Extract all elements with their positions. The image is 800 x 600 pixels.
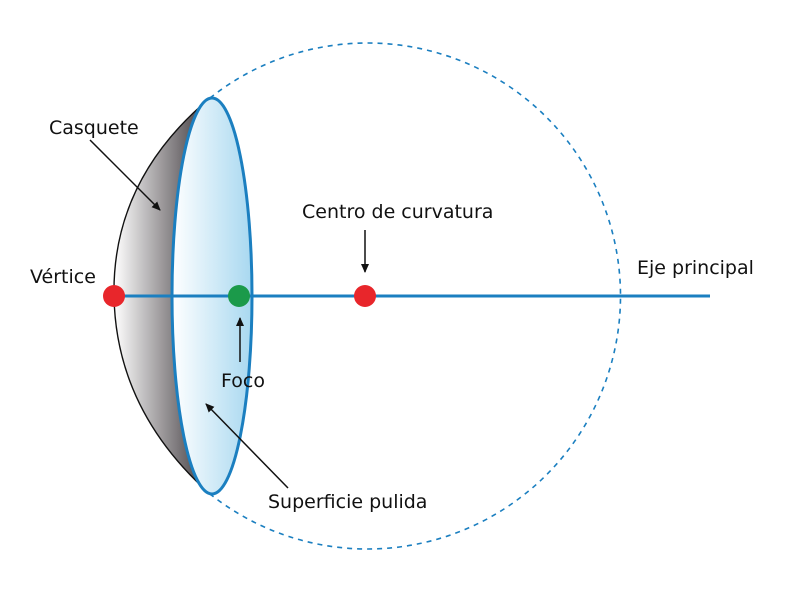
center-of-curvature-point — [354, 285, 376, 307]
label-vertice: Vértice — [30, 266, 96, 288]
label-centro-de-curvatura: Centro de curvatura — [302, 201, 493, 223]
superficie-arrow — [205, 403, 289, 489]
sphere-outline-dashed — [209, 42, 622, 550]
label-casquete: Casquete — [49, 117, 139, 139]
focus-point — [228, 285, 250, 307]
label-superficie-pulida: Superficie pulida — [268, 491, 427, 513]
label-eje-principal: Eje principal — [637, 257, 754, 279]
label-foco: Foco — [221, 370, 265, 392]
vertex-point — [103, 285, 125, 307]
casquete-arrow — [89, 139, 161, 211]
